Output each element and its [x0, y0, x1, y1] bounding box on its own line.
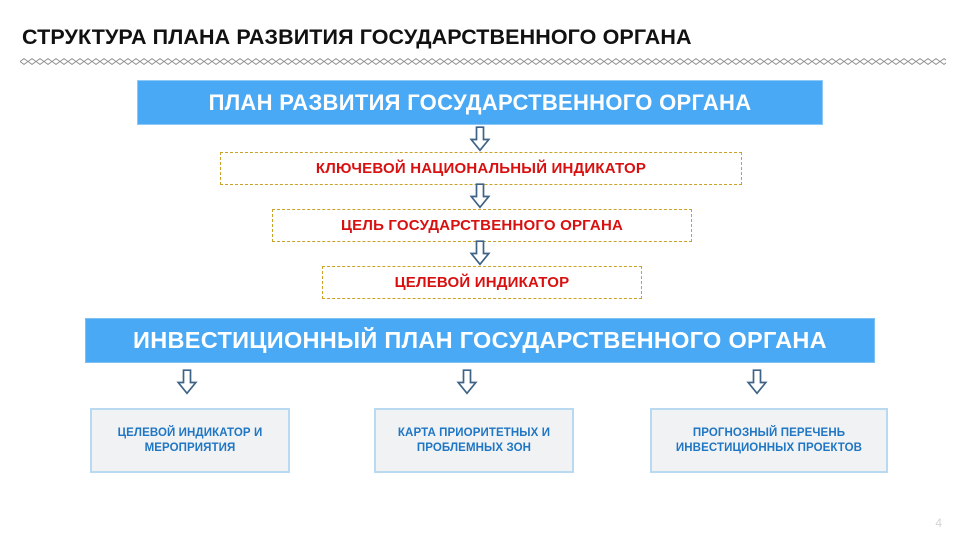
- component-box-target-indicator-and-measures[interactable]: ЦЕЛЕВОЙ ИНДИКАТОР И МЕРОПРИЯТИЯ: [90, 408, 290, 473]
- down-block-arrow-icon: [469, 183, 491, 209]
- down-arrow-icon-6: [746, 369, 768, 395]
- component-box-forecast-investment-projects[interactable]: ПРОГНОЗНЫЙ ПЕРЕЧЕНЬ ИНВЕСТИЦИОННЫХ ПРОЕК…: [650, 408, 888, 473]
- down-block-arrow-icon: [469, 240, 491, 266]
- down-arrow-icon-3: [469, 240, 491, 266]
- component-box-line2: ИНВЕСТИЦИОННЫХ ПРОЕКТОВ: [675, 441, 863, 454]
- down-arrow-icon-5: [456, 369, 478, 395]
- component-box-line2: ПРОБЛЕМНЫХ ЗОН: [416, 441, 532, 454]
- chain-item-agency-goal[interactable]: ЦЕЛЬ ГОСУДАРСТВЕННОГО ОРГАНА: [272, 209, 692, 242]
- down-block-arrow-icon: [456, 369, 478, 395]
- component-box-line2: МЕРОПРИЯТИЯ: [144, 441, 236, 454]
- banner-development-plan-label: ПЛАН РАЗВИТИЯ ГОСУДАРСТВЕННОГО ОРГАНА: [208, 89, 752, 115]
- component-box-text: КАРТА ПРИОРИТЕТНЫХ И ПРОБЛЕМНЫХ ЗОН: [398, 426, 550, 456]
- down-arrow-icon-4: [176, 369, 198, 395]
- page-number: 4: [935, 516, 942, 530]
- banner-investment-plan-label: ИНВЕСТИЦИОННЫЙ ПЛАН ГОСУДАРСТВЕННОГО ОРГ…: [133, 327, 827, 353]
- down-block-arrow-icon: [469, 126, 491, 152]
- chain-ornament-icon: [20, 58, 946, 65]
- down-block-arrow-icon: [746, 369, 768, 395]
- chain-item-label: КЛЮЧЕВОЙ НАЦИОНАЛЬНЫЙ ИНДИКАТОР: [315, 160, 647, 177]
- component-box-line1: КАРТА ПРИОРИТЕТНЫХ И: [397, 426, 551, 439]
- chain-item-target-indicator[interactable]: ЦЕЛЕВОЙ ИНДИКАТОР: [322, 266, 642, 299]
- component-box-priority-problem-zones-map[interactable]: КАРТА ПРИОРИТЕТНЫХ И ПРОБЛЕМНЫХ ЗОН: [374, 408, 574, 473]
- chain-item-key-national-indicator[interactable]: КЛЮЧЕВОЙ НАЦИОНАЛЬНЫЙ ИНДИКАТОР: [220, 152, 742, 185]
- down-arrow-icon-1: [469, 126, 491, 152]
- chain-item-label: ЦЕЛЬ ГОСУДАРСТВЕННОГО ОРГАНА: [340, 217, 624, 234]
- component-box-text: ЦЕЛЕВОЙ ИНДИКАТОР И МЕРОПРИЯТИЯ: [118, 426, 263, 456]
- banner-investment-plan[interactable]: ИНВЕСТИЦИОННЫЙ ПЛАН ГОСУДАРСТВЕННОГО ОРГ…: [85, 318, 875, 363]
- component-box-line1: ЦЕЛЕВОЙ ИНДИКАТОР И: [117, 426, 263, 439]
- component-box-line1: ПРОГНОЗНЫЙ ПЕРЕЧЕНЬ: [692, 426, 846, 439]
- page-title: СТРУКТУРА ПЛАНА РАЗВИТИЯ ГОСУДАРСТВЕННОГ…: [22, 25, 692, 49]
- component-box-text: ПРОГНОЗНЫЙ ПЕРЕЧЕНЬ ИНВЕСТИЦИОННЫХ ПРОЕК…: [676, 426, 862, 456]
- down-arrow-icon-2: [469, 183, 491, 209]
- title-divider-ornament: [20, 58, 946, 65]
- chain-item-label: ЦЕЛЕВОЙ ИНДИКАТОР: [394, 274, 570, 291]
- banner-development-plan[interactable]: ПЛАН РАЗВИТИЯ ГОСУДАРСТВЕННОГО ОРГАНА: [137, 80, 823, 125]
- down-block-arrow-icon: [176, 369, 198, 395]
